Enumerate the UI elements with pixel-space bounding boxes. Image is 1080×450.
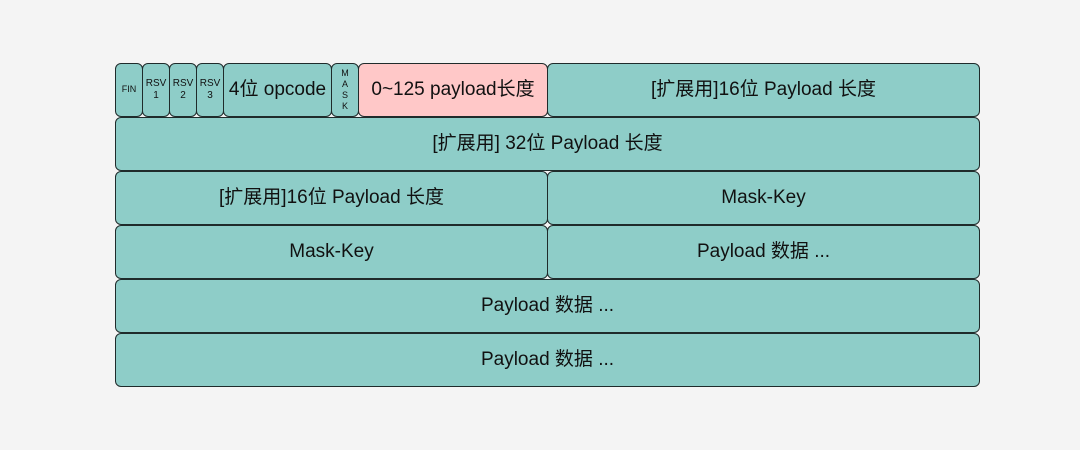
payload-data-cell: Payload 数据 ... <box>547 225 980 279</box>
rsv3-label: RSV <box>199 77 221 89</box>
extended-16bit-length-label: [扩展用]16位 Payload 长度 <box>219 187 444 209</box>
mask-bit-cell: M A S K <box>331 63 359 117</box>
mask-key-cell: Mask-Key <box>547 171 980 225</box>
websocket-frame-diagram: FIN RSV 1 RSV 2 RSV 3 4位 opcode M A S K … <box>115 63 980 387</box>
extended-16bit-length-cell: [扩展用]16位 Payload 长度 <box>547 63 980 117</box>
payload-data-label: Payload 数据 ... <box>696 241 831 263</box>
payload-length-cell: 0~125 payload长度 <box>358 63 548 117</box>
rsv3-bit-cell: RSV 3 <box>196 63 224 117</box>
frame-row-1: FIN RSV 1 RSV 2 RSV 3 4位 opcode M A S K … <box>115 63 980 117</box>
payload-data-label: Payload 数据 ... <box>480 295 615 317</box>
frame-row-2: [扩展用] 32位 Payload 长度 <box>115 117 980 171</box>
extended-32bit-length-label: [扩展用] 32位 Payload 长度 <box>432 133 663 155</box>
frame-row-3: [扩展用]16位 Payload 长度 Mask-Key <box>115 171 980 225</box>
fin-label: FIN <box>121 84 137 95</box>
mask-letter-k: K <box>341 100 348 111</box>
extended-32bit-length-cell: [扩展用] 32位 Payload 长度 <box>115 117 980 171</box>
payload-data-label: Payload 数据 ... <box>480 349 615 371</box>
mask-key-label: Mask-Key <box>289 241 374 263</box>
extended-16bit-length-cell: [扩展用]16位 Payload 长度 <box>115 171 548 225</box>
frame-row-6: Payload 数据 ... <box>115 333 980 387</box>
rsv1-bit-cell: RSV 1 <box>142 63 170 117</box>
payload-length-label: 0~125 payload长度 <box>371 79 535 101</box>
mask-letter-a: A <box>341 79 348 90</box>
mask-key-label: Mask-Key <box>721 187 806 209</box>
rsv2-label: RSV <box>172 77 194 89</box>
mask-key-cell: Mask-Key <box>115 225 548 279</box>
rsv1-label: RSV <box>145 77 167 89</box>
frame-row-5: Payload 数据 ... <box>115 279 980 333</box>
opcode-cell: 4位 opcode <box>223 63 332 117</box>
rsv3-number: 3 <box>207 90 213 101</box>
mask-letter-m: M <box>341 68 349 79</box>
frame-row-4: Mask-Key Payload 数据 ... <box>115 225 980 279</box>
rsv2-bit-cell: RSV 2 <box>169 63 197 117</box>
extended-16bit-length-label: [扩展用]16位 Payload 长度 <box>651 79 876 101</box>
rsv1-number: 1 <box>153 90 159 101</box>
opcode-label: 4位 opcode <box>228 79 327 101</box>
mask-letter-s: S <box>341 90 348 100</box>
fin-bit-cell: FIN <box>115 63 143 117</box>
payload-data-cell: Payload 数据 ... <box>115 333 980 387</box>
payload-data-cell: Payload 数据 ... <box>115 279 980 333</box>
rsv2-number: 2 <box>180 90 186 101</box>
